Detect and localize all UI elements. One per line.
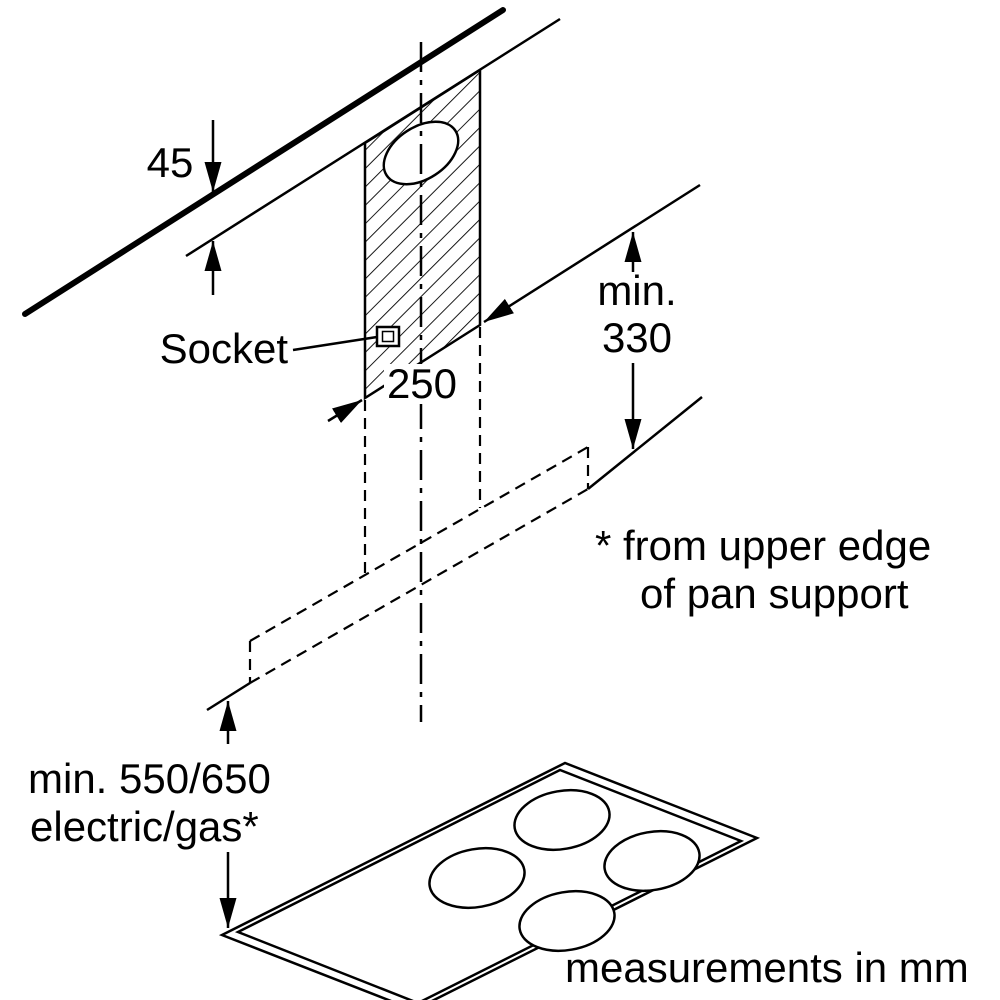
dim-250-arrow-right: [327, 398, 363, 423]
hob: [218, 761, 761, 1000]
socket-label: Socket: [160, 325, 289, 372]
dim-45-label: 45: [147, 139, 194, 186]
footnote-line1: * from upper edge: [595, 522, 931, 569]
burner-left: [428, 846, 526, 910]
dim-330: min. 330: [597, 232, 677, 449]
dim-250-label-backing: [384, 364, 460, 404]
hood-outline-dashed: [206, 396, 703, 712]
dim-45: 45: [147, 120, 222, 295]
dim-250: [327, 183, 701, 423]
mounting-extension-line: [507, 183, 701, 309]
burner-right: [603, 829, 701, 893]
dim-550: min. 550/650 electric/gas*: [28, 701, 271, 928]
hood-corner-line: [206, 681, 251, 712]
units-label: measurements in mm: [565, 944, 969, 991]
hood-top-edge-dashed: [249, 446, 589, 642]
hood-bottom-edge-dashed: [249, 488, 589, 684]
hob-inner-edge: [234, 768, 745, 1000]
hood-reference-line: [587, 396, 703, 490]
socket-icon-inner: [381, 330, 395, 343]
burner-back: [513, 788, 611, 852]
footnote: * from upper edge of pan support: [595, 522, 931, 617]
ceiling-line: [22, 7, 506, 317]
socket-leader-line: [292, 335, 378, 352]
footnote-line2: of pan support: [640, 570, 909, 617]
dim-250-arrow-left: [483, 298, 514, 324]
dim-330-label-line2: 330: [602, 314, 672, 361]
socket-group: Socket: [160, 325, 401, 372]
burner-front: [518, 889, 616, 953]
dim-550-label-line2: electric/gas*: [30, 803, 259, 850]
socket-icon: [375, 325, 401, 348]
dim-330-label-line1: min.: [597, 267, 676, 314]
dim-550-label-line1: min. 550/650: [28, 755, 271, 802]
dim-250-label: 250: [387, 360, 457, 407]
